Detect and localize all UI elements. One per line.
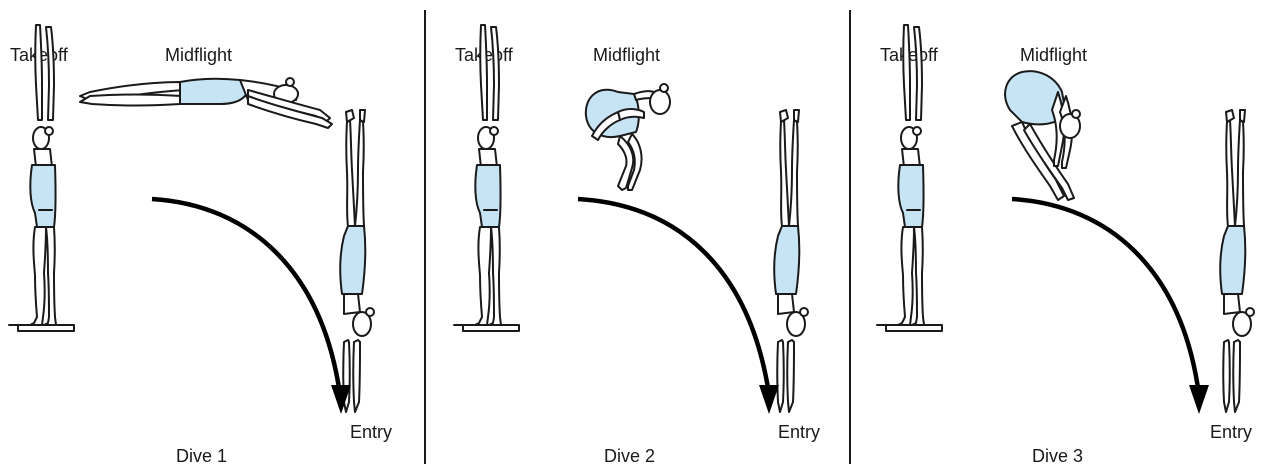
takeoff-diver: [453, 24, 520, 332]
trajectory-arc: [577, 196, 771, 389]
takeoff-diver: [8, 24, 75, 332]
midflight-label: Midflight: [165, 45, 233, 65]
takeoff-diver: [876, 24, 943, 332]
dive-title: Dive 3: [1032, 446, 1084, 466]
panel-divider: [424, 10, 426, 464]
midflight-label: Midflight: [1020, 45, 1088, 65]
trajectory-arc: [151, 196, 342, 389]
entry-label: Entry: [350, 422, 393, 442]
dive-title: Dive 2: [604, 446, 656, 466]
entry-diver: [1219, 109, 1255, 413]
midflight-diver-pike: [1004, 70, 1081, 202]
entry-diver: [773, 109, 809, 413]
entry-diver: [339, 109, 375, 413]
midflight-diver-layout: [79, 77, 333, 129]
panel-divider: [849, 10, 851, 464]
trajectory-arrowhead: [331, 385, 351, 414]
trajectory-arrowhead: [759, 385, 779, 414]
trajectory-arc: [1011, 196, 1201, 389]
midflight-diver-tuck: [584, 83, 671, 191]
entry-label: Entry: [778, 422, 821, 442]
trajectory-arrowhead: [1189, 385, 1209, 414]
dive-title: Dive 1: [176, 446, 228, 466]
entry-label: Entry: [1210, 422, 1253, 442]
midflight-label: Midflight: [593, 45, 661, 65]
